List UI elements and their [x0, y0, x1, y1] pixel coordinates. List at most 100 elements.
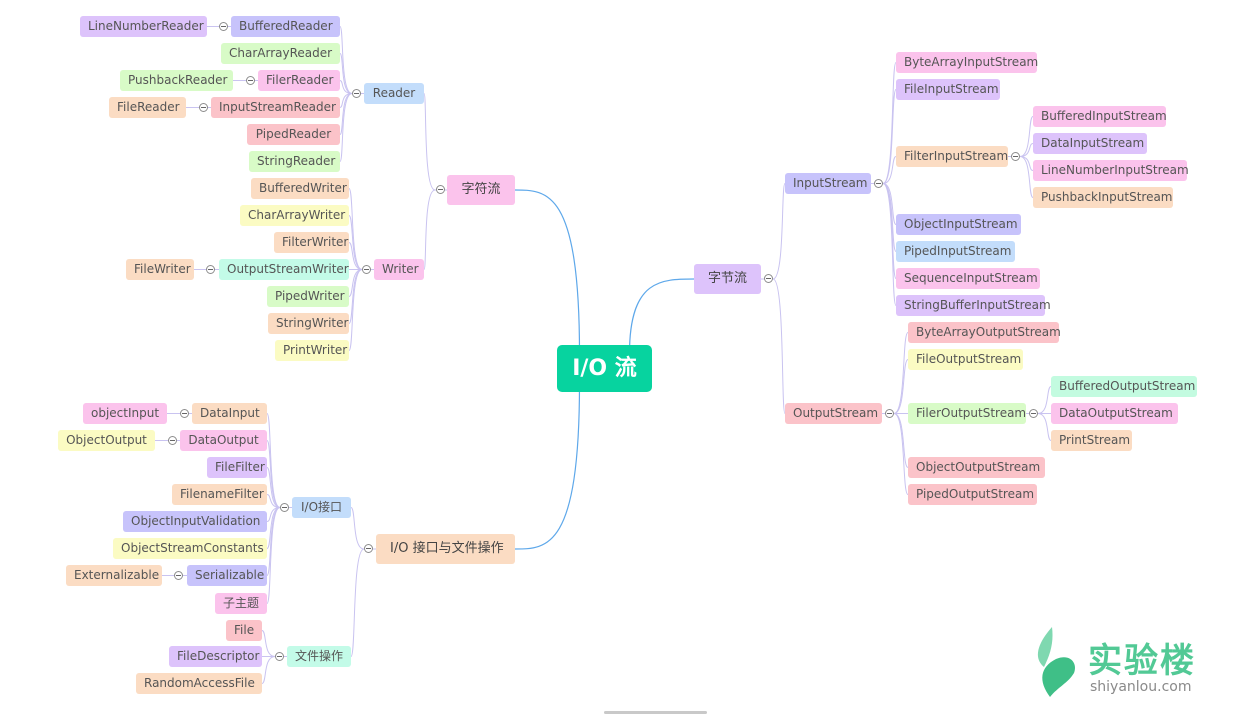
node-fileinputstream[interactable]: FileInputStream	[896, 79, 1000, 100]
edge-reader	[423, 93, 436, 191]
node-filefilter[interactable]: FileFilter	[207, 457, 267, 478]
node-outputstream[interactable]: OutputStream	[785, 403, 882, 424]
node-pushbackreader[interactable]: PushbackReader	[120, 70, 233, 91]
edge-fileoutputstream	[893, 359, 909, 414]
collapse-toggle[interactable]	[352, 89, 361, 98]
node-wenjian[interactable]: 文件操作	[287, 646, 351, 667]
node-fileoutputstream[interactable]: FileOutputStream	[908, 349, 1023, 370]
edge-pushbackinputstream	[1019, 156, 1034, 198]
node-bufferedoutputstream[interactable]: BufferedOutputStream	[1051, 376, 1197, 397]
edge-objectstreamconstants	[266, 507, 281, 549]
edge-randomaccessfile	[261, 656, 276, 684]
collapse-toggle[interactable]	[275, 652, 284, 661]
collapse-toggle[interactable]	[874, 179, 883, 188]
node-objectinput[interactable]: objectInput	[83, 403, 167, 424]
node-pushbackinputstream[interactable]: PushbackInputStream	[1033, 187, 1173, 208]
node-linenumberinputstream[interactable]: LineNumberInputStream	[1033, 160, 1189, 181]
node-stringreader[interactable]: StringReader	[249, 151, 340, 172]
edge-datainput	[266, 413, 281, 508]
collapse-toggle[interactable]	[246, 76, 255, 85]
collapse-toggle[interactable]	[364, 544, 373, 553]
node-filterinputstream[interactable]: FilterInputStream	[896, 146, 1008, 167]
node-filerreader[interactable]: FilerReader	[258, 70, 340, 91]
edge-pipedinputstream	[882, 183, 897, 252]
collapse-toggle[interactable]	[885, 409, 894, 418]
edge-wenjian	[350, 548, 365, 657]
node-stringwriter[interactable]: StringWriter	[268, 313, 349, 334]
node-chararrayreader[interactable]: CharArrayReader	[221, 43, 340, 64]
node-objectinputstream[interactable]: ObjectInputStream	[896, 214, 1021, 235]
edge-objectoutputstream	[893, 413, 909, 468]
node-linenumberreader[interactable]: LineNumberReader	[80, 16, 207, 37]
edge-pipedoutputstream	[893, 413, 909, 495]
collapse-toggle[interactable]	[174, 571, 183, 580]
node-pipedinputstream[interactable]: PipedInputStream	[896, 241, 1015, 262]
node-writer[interactable]: Writer	[374, 259, 424, 280]
node-outputstreamwriter[interactable]: OutputStreamWriter	[219, 259, 349, 280]
edge-stringreader	[339, 93, 353, 162]
node-filedescriptor[interactable]: FileDescriptor	[169, 646, 262, 667]
node-pipedreader[interactable]: PipedReader	[247, 124, 340, 145]
node-datainputstream[interactable]: DataInputStream	[1033, 133, 1147, 154]
edge-serializable	[266, 507, 281, 576]
node-chararraywriter[interactable]: CharArrayWriter	[240, 205, 349, 226]
node-inputstreamreader[interactable]: InputStreamReader	[211, 97, 340, 118]
node-pipedoutputstream[interactable]: PipedOutputStream	[908, 484, 1037, 505]
node-sequenceinputstream[interactable]: SequenceInputStream	[896, 268, 1040, 289]
node-iojk[interactable]: I/O接口	[292, 497, 351, 518]
collapse-toggle[interactable]	[206, 265, 215, 274]
node-printwriter[interactable]: PrintWriter	[275, 340, 349, 361]
node-randomaccessfile[interactable]: RandomAccessFile	[136, 673, 262, 694]
edge-chararraywriter	[348, 215, 363, 270]
collapse-toggle[interactable]	[180, 409, 189, 418]
node-reader[interactable]: Reader	[364, 83, 424, 104]
node-serializable[interactable]: Serializable	[187, 565, 267, 586]
edge-dataoutput	[266, 440, 281, 508]
node-zijie[interactable]: 字节流	[694, 264, 761, 294]
node-stringbufferinputstream[interactable]: StringBufferInputStream	[896, 295, 1051, 316]
node-objectoutputstream[interactable]: ObjectOutputStream	[908, 457, 1045, 478]
node-filewriter[interactable]: FileWriter	[126, 259, 194, 280]
collapse-toggle[interactable]	[764, 274, 773, 283]
edge-filefilter	[266, 467, 281, 508]
node-datainput[interactable]: DataInput	[192, 403, 267, 424]
node-iojiekou[interactable]: I/O 接口与文件操作	[376, 534, 515, 564]
collapse-toggle[interactable]	[280, 503, 289, 512]
node-bufferedwriter[interactable]: BufferedWriter	[251, 178, 349, 199]
collapse-toggle[interactable]	[362, 265, 371, 274]
collapse-toggle[interactable]	[199, 103, 208, 112]
edge-iojk	[350, 507, 365, 550]
node-bufferedinputstream[interactable]: BufferedInputStream	[1033, 106, 1167, 127]
node-bytearrayinputstream[interactable]: ByteArrayInputStream	[896, 52, 1038, 73]
collapse-toggle[interactable]	[1011, 152, 1020, 161]
edge-filerreader	[339, 80, 353, 94]
node-dataoutput[interactable]: DataOutput	[180, 430, 267, 451]
node-pipedwriter[interactable]: PipedWriter	[267, 286, 349, 307]
node-dataoutputstream[interactable]: DataOutputStream	[1051, 403, 1178, 424]
horizontal-scrollbar[interactable]	[604, 711, 707, 714]
edge-zijie	[628, 278, 695, 354]
collapse-toggle[interactable]	[1029, 409, 1038, 418]
edge-bufferedwriter	[348, 188, 363, 270]
collapse-toggle[interactable]	[219, 22, 228, 31]
node-externalizable[interactable]: Externalizable	[66, 565, 162, 586]
node-zifu[interactable]: 字符流	[447, 175, 515, 205]
node-objectinputvalidation[interactable]: ObjectInputValidation	[123, 511, 267, 532]
collapse-toggle[interactable]	[436, 185, 445, 194]
node-bufferedreader[interactable]: BufferedReader	[231, 16, 340, 37]
node-root[interactable]: I/O 流	[557, 345, 652, 392]
edge-sequenceinputstream	[882, 183, 897, 279]
node-bytearrayoutputstream[interactable]: ByteArrayOutputStream	[908, 322, 1061, 343]
node-objectoutput[interactable]: ObjectOutput	[58, 430, 155, 451]
node-filterwriter[interactable]: FilterWriter	[274, 232, 349, 253]
node-fileroutputstream[interactable]: FilerOutputStream	[908, 403, 1026, 424]
collapse-toggle[interactable]	[168, 436, 177, 445]
node-printstream[interactable]: PrintStream	[1051, 430, 1132, 451]
node-filereader[interactable]: FileReader	[109, 97, 186, 118]
node-filenamefilter[interactable]: FilenameFilter	[172, 484, 267, 505]
node-inputstream[interactable]: InputStream	[785, 173, 871, 194]
edge-inputstreamreader	[339, 93, 353, 108]
node-zizhuti[interactable]: 子主题	[215, 593, 267, 614]
node-objectstreamconstants[interactable]: ObjectStreamConstants	[113, 538, 267, 559]
node-file[interactable]: File	[226, 620, 262, 641]
